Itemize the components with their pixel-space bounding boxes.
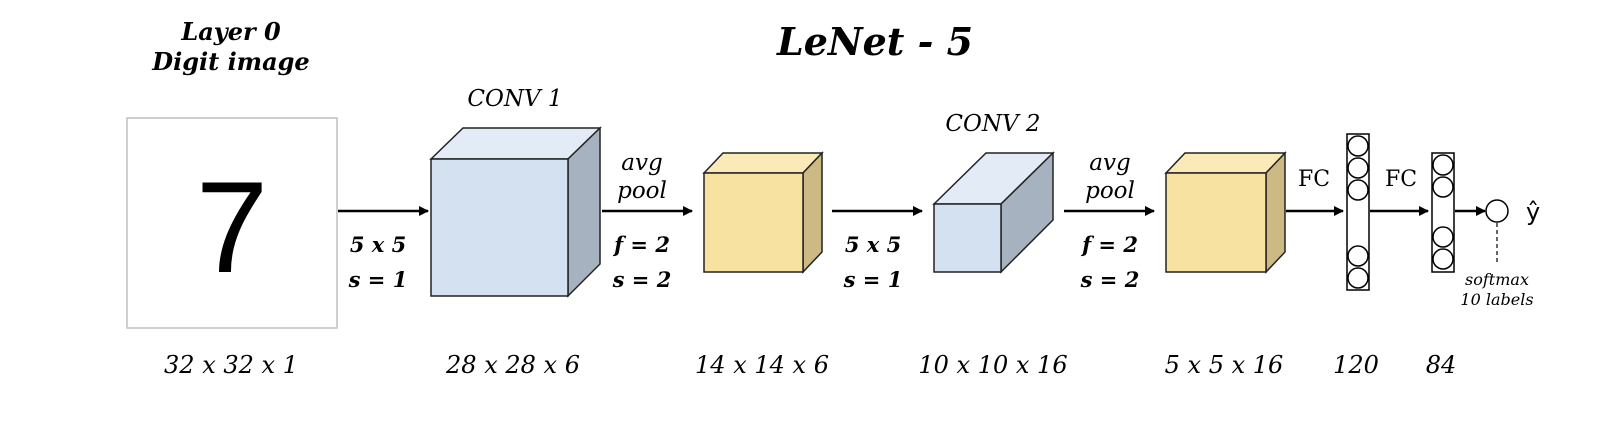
pool1-dimension: 14 x 14 x 6 [695,351,829,379]
conv1-volume [429,126,602,298]
pool2-volume [1164,151,1287,274]
conv1-stride: s = 1 [348,267,408,292]
input-digit-image [126,117,338,329]
conv2-stride: s = 1 [843,267,903,292]
conv2-volume-front [933,203,1002,273]
pool1-volume-top [702,152,824,174]
fc1-neuron [1347,267,1369,289]
pool2-dimension: 5 x 5 x 16 [1165,351,1284,379]
conv2-label: CONV 2 [945,111,1040,137]
fc1-dimension: 120 [1333,351,1379,379]
conv1-volume-front [430,158,569,297]
output-symbol: ŷ [1526,198,1540,226]
pool2-label-line1: avg [1089,150,1130,176]
input-title-line2: Digit image [151,47,309,76]
input-dimension: 32 x 32 x 1 [164,351,298,379]
fc1-neuron [1347,157,1369,179]
conv1-dimension: 28 x 28 x 6 [445,351,580,379]
conv1-label: CONV 1 [467,86,562,112]
fc2-neuron [1432,248,1454,270]
output-neuron [1485,199,1509,223]
fc1-neuron [1347,179,1369,201]
input-digit: 7 [196,154,268,300]
diagram-title: LeNet - 5 [776,19,973,64]
pool1-stride: s = 2 [612,267,672,292]
pool2-filter-size: f = 2 [1080,232,1138,257]
conv2-dimension: 10 x 10 x 16 [918,351,1067,379]
pool1-volume [702,151,824,274]
pool1-label-line1: avg [621,150,662,176]
fc2-neuron [1432,226,1454,248]
fc2-neuron [1432,154,1454,176]
conv1-kernel-size: 5 x 5 [350,232,406,257]
conv2-kernel-size: 5 x 5 [845,232,901,257]
softmax-note-line2: 10 labels [1460,290,1533,309]
fc1-layer [1346,133,1370,291]
pool1-label-line2: pool [617,178,667,204]
pool1-filter-size: f = 2 [612,232,670,257]
fc2-neuron [1432,176,1454,198]
pool2-volume-top [1164,152,1287,174]
pool1-volume-side [802,151,823,274]
fc1-neuron [1347,245,1369,267]
pool2-volume-side [1265,151,1286,274]
input-title-line1: Layer 0 [180,17,281,46]
pool2-stride: s = 2 [1080,267,1140,292]
softmax-note-line1: softmax [1465,270,1529,289]
pool2-label-line2: pool [1085,178,1135,204]
fc2-layer [1431,152,1455,273]
conv2-volume [932,151,1055,274]
fc1-label: FC [1298,167,1330,192]
fc2-label: FC [1385,167,1417,192]
fc1-neuron [1347,135,1369,157]
pool2-volume-front [1165,172,1267,273]
pool1-volume-front [703,172,804,273]
fc2-dimension: 84 [1426,351,1457,379]
